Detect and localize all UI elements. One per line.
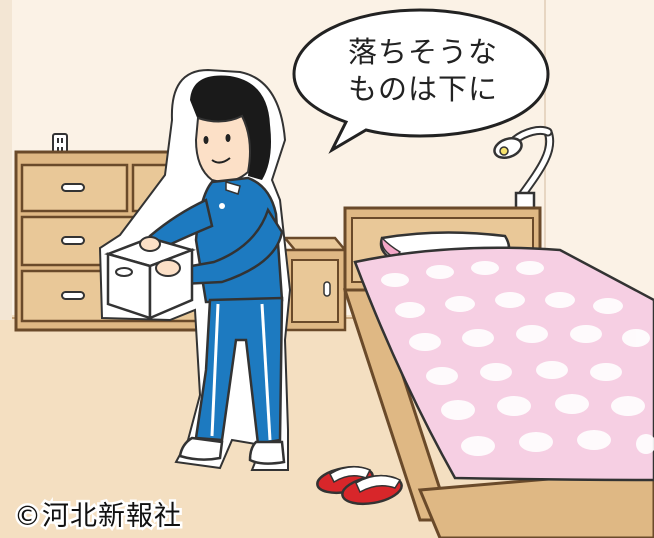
wall-edge (0, 0, 12, 320)
right-arm (178, 207, 284, 286)
bed (342, 206, 654, 538)
right-shoe (248, 440, 286, 465)
nightstand (282, 236, 348, 332)
speech-bubble-line-1: 落ちそうな (347, 35, 498, 69)
speech-bubble-line-2: ものは下に (347, 72, 498, 106)
speech-bubble-text: 落ちそうな ものは下に (318, 34, 528, 108)
face (194, 114, 251, 183)
slippers (316, 465, 403, 506)
copyright-credit: ©河北新報社 (12, 499, 184, 535)
speech-bubble (292, 8, 550, 154)
person (98, 68, 292, 471)
left-shoe (178, 436, 224, 461)
